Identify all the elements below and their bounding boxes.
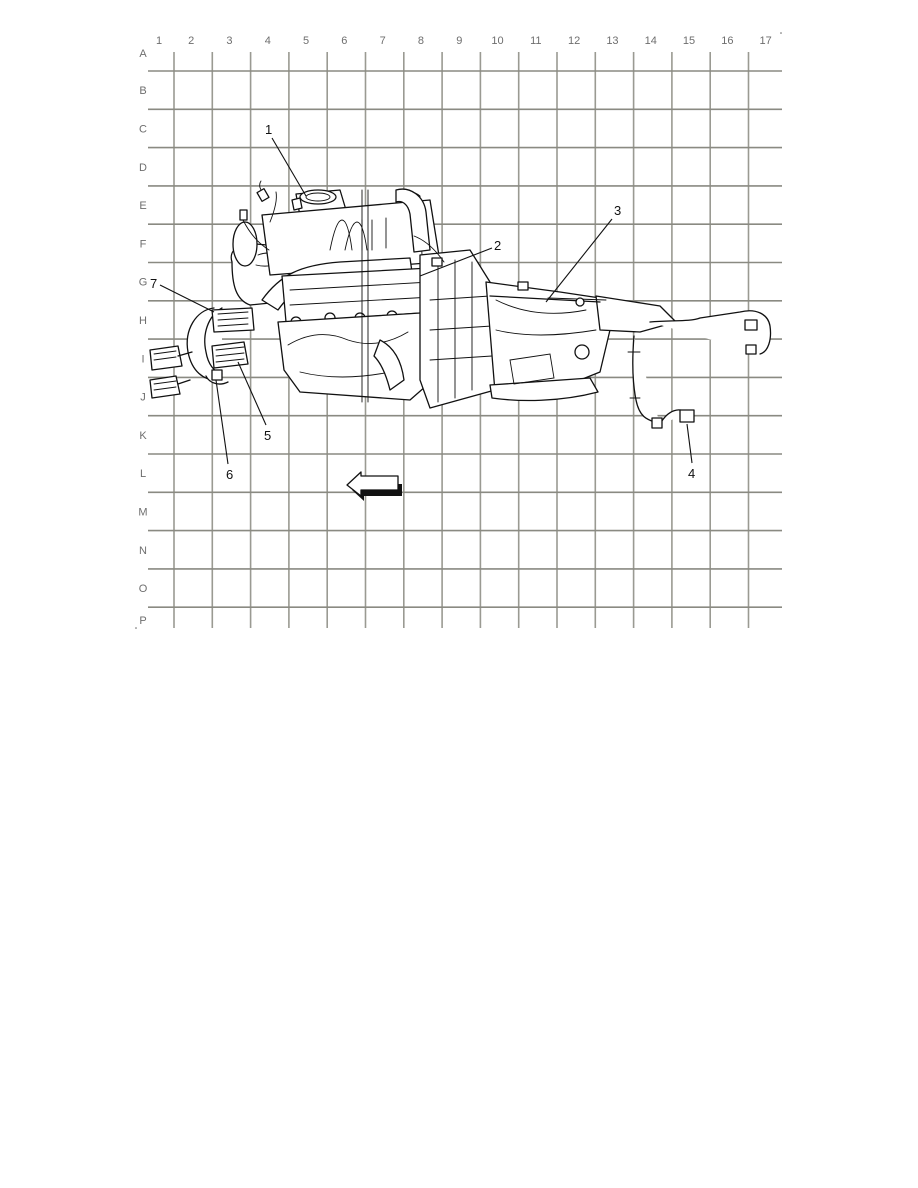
column-label-17: 17 bbox=[760, 35, 772, 47]
column-label-2: 2 bbox=[188, 35, 194, 47]
callout-6-leader bbox=[215, 379, 229, 465]
row-label-M: M bbox=[138, 506, 147, 518]
column-label-7: 7 bbox=[380, 35, 386, 47]
transmission-wiring-harness bbox=[489, 281, 772, 429]
callout-7-leader bbox=[159, 284, 215, 313]
callouts: 1 2 3 4 5 6 7 bbox=[150, 122, 695, 482]
column-label-16: 16 bbox=[721, 35, 733, 47]
row-label-A: A bbox=[139, 48, 147, 60]
row-label-D: D bbox=[139, 162, 147, 174]
callout-1-label: 1 bbox=[265, 122, 272, 137]
row-label-I: I bbox=[141, 353, 144, 365]
row-label-G: G bbox=[139, 277, 148, 289]
column-label-14: 14 bbox=[645, 35, 657, 47]
callout-1-leader bbox=[271, 137, 307, 197]
column-label-8: 8 bbox=[418, 35, 424, 47]
callout-5-label: 5 bbox=[264, 428, 271, 443]
transmission-case bbox=[419, 249, 677, 409]
front-direction-arrow bbox=[346, 471, 402, 501]
row-labels: A B C D E F G H I J K L M N O P bbox=[138, 48, 147, 627]
column-label-11: 11 bbox=[530, 35, 541, 47]
column-label-10: 10 bbox=[491, 35, 503, 47]
callout-3-leader bbox=[545, 218, 613, 303]
engine-wiring-harness bbox=[149, 307, 255, 399]
column-label-9: 9 bbox=[456, 35, 462, 47]
column-label-13: 13 bbox=[606, 35, 618, 47]
callout-6: 6 bbox=[215, 379, 233, 482]
corner-mark bbox=[135, 627, 137, 629]
engine-transmission-illustration bbox=[149, 180, 772, 429]
row-label-C: C bbox=[139, 123, 147, 135]
callout-4-label: 4 bbox=[688, 466, 695, 481]
row-label-J: J bbox=[140, 392, 146, 404]
row-label-F: F bbox=[140, 238, 147, 250]
callout-4: 4 bbox=[686, 423, 695, 481]
callout-2: 2 bbox=[419, 238, 501, 277]
column-label-4: 4 bbox=[265, 35, 271, 47]
row-label-H: H bbox=[139, 315, 147, 327]
callout-3: 3 bbox=[545, 203, 621, 303]
column-label-6: 6 bbox=[341, 35, 347, 47]
callout-2-leader bbox=[419, 247, 493, 277]
callout-5-leader bbox=[237, 361, 267, 426]
callout-3-label: 3 bbox=[614, 203, 621, 218]
callout-4-leader bbox=[686, 423, 693, 464]
row-label-N: N bbox=[139, 545, 147, 557]
row-label-K: K bbox=[139, 430, 147, 442]
row-label-O: O bbox=[139, 583, 148, 595]
callout-6-label: 6 bbox=[226, 467, 233, 482]
column-label-15: 15 bbox=[683, 35, 695, 47]
column-label-1: 1 bbox=[156, 35, 162, 47]
callout-1: 1 bbox=[265, 122, 307, 197]
callout-5: 5 bbox=[237, 361, 271, 443]
corner-mark bbox=[780, 32, 782, 34]
engine-accessories bbox=[395, 188, 445, 267]
column-label-3: 3 bbox=[226, 35, 232, 47]
row-label-B: B bbox=[139, 85, 146, 97]
column-label-12: 12 bbox=[568, 35, 580, 47]
row-label-P: P bbox=[139, 615, 146, 627]
callout-2-label: 2 bbox=[494, 238, 501, 253]
callout-7-label: 7 bbox=[150, 276, 157, 291]
callout-7: 7 bbox=[150, 276, 215, 313]
row-label-E: E bbox=[139, 200, 146, 212]
row-label-L: L bbox=[140, 468, 146, 480]
column-label-5: 5 bbox=[303, 35, 309, 47]
